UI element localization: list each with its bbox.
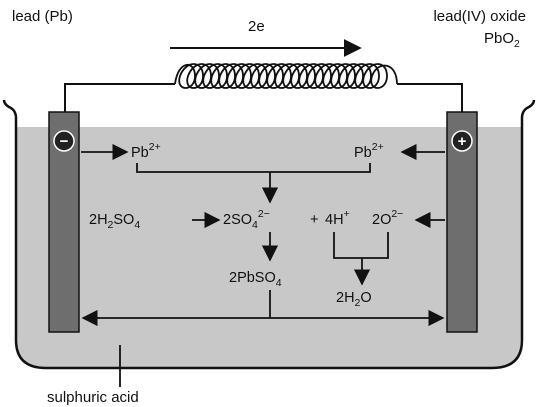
external-wire-right (397, 83, 463, 115)
container-wall (2, 99, 536, 370)
positive-electrode (446, 111, 478, 333)
positive-sign: + (458, 133, 467, 150)
electron-label: 2e (248, 18, 265, 35)
species-pbso4: 2PbSO4 (229, 270, 282, 289)
species-o-ion: 2O2− (372, 208, 403, 228)
bracket-water-join (333, 232, 389, 259)
electrolyte-fill (16, 127, 522, 368)
negative-sign: − (60, 133, 69, 150)
cathode-label: lead(IV) oxide (433, 8, 526, 25)
external-wire-left (64, 83, 175, 115)
negative-terminal-icon (53, 130, 75, 152)
species-h2so4: 2H2SO4 (89, 212, 140, 231)
species-pb-left: Pb2+ (131, 141, 161, 161)
resistor-coil (174, 63, 398, 89)
bracket-pb-join (136, 163, 371, 173)
species-h-ion: 4H+ (325, 208, 350, 228)
species-so4: 2SO42− (223, 208, 270, 231)
species-plus: + (310, 212, 318, 228)
species-water: 2H2O (336, 290, 372, 309)
species-pb-right: Pb2+ (354, 141, 384, 161)
electrolyte-label: sulphuric acid (47, 389, 139, 406)
anode-label: lead (Pb) (12, 8, 73, 25)
cathode-formula: PbO2 (484, 30, 520, 50)
positive-terminal-icon (451, 130, 473, 152)
